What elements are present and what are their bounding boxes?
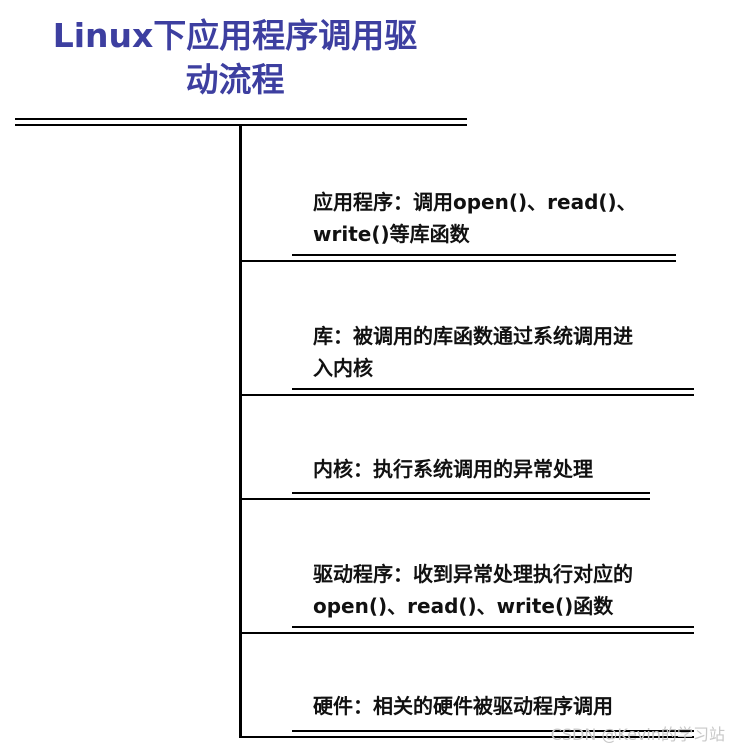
node-kernel-branch: [239, 498, 650, 500]
node-driver-line1: 驱动程序：收到异常处理执行对应的: [313, 562, 633, 586]
title-line-1: Linux下应用程序调用驱: [52, 16, 418, 55]
node-driver-branch: [239, 632, 694, 634]
node-driver-underline: [292, 626, 694, 628]
node-lib-underline: [292, 388, 694, 390]
node-hardware: 硬件：相关的硬件被驱动程序调用: [313, 690, 693, 722]
node-hardware-line1: 硬件：相关的硬件被驱动程序调用: [313, 694, 613, 718]
title-line-2: 动流程: [185, 60, 285, 99]
node-driver-line2: open()、read()、write()函数: [313, 594, 614, 618]
watermark: CSDN @Kevin的学习站: [550, 725, 725, 744]
node-kernel-underline: [292, 492, 650, 494]
diagram-title: Linux下应用程序调用驱 动流程: [20, 14, 450, 102]
node-lib-branch: [239, 394, 694, 396]
title-underline-top: [15, 118, 467, 120]
node-hardware-underline: [292, 730, 694, 732]
tree-trunk: [239, 124, 242, 738]
node-driver: 驱动程序：收到异常处理执行对应的 open()、read()、write()函数: [313, 558, 693, 622]
node-app-branch: [239, 260, 676, 262]
node-app-line1: 应用程序：调用open()、read()、: [313, 190, 637, 214]
node-app: 应用程序：调用open()、read()、 write()等库函数: [313, 186, 693, 250]
node-lib-line1: 库：被调用的库函数通过系统调用进: [313, 324, 633, 348]
node-kernel-line1: 内核：执行系统调用的异常处理: [313, 457, 593, 481]
node-lib-line2: 入内核: [313, 356, 373, 380]
node-kernel: 内核：执行系统调用的异常处理: [313, 453, 693, 485]
node-hardware-branch: [239, 736, 694, 738]
node-app-line2: write()等库函数: [313, 222, 470, 246]
node-app-underline: [292, 254, 676, 256]
node-lib: 库：被调用的库函数通过系统调用进 入内核: [313, 320, 693, 384]
